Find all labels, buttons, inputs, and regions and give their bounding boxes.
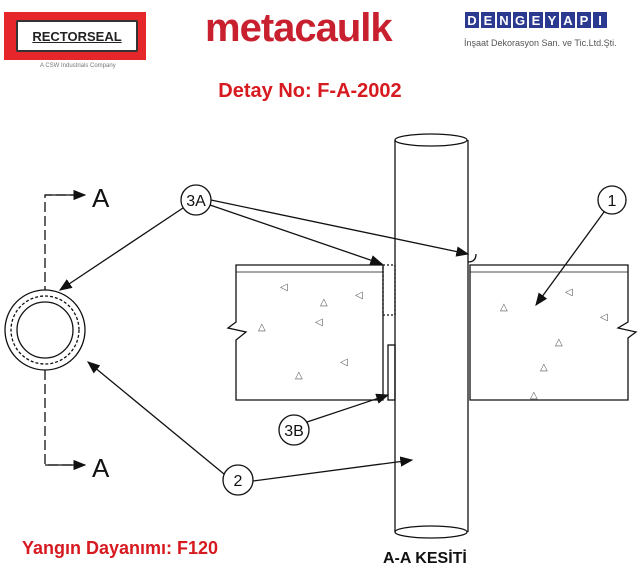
section-mark-a-top: A xyxy=(92,183,110,213)
fire-rating: Yangın Dayanımı: F120 xyxy=(22,538,219,558)
sealant-3a xyxy=(382,264,396,316)
detail-number: Detay No: F-A-2002 xyxy=(218,80,402,102)
pipe-cross-section xyxy=(4,289,86,371)
section-title: A-A KESİTİ xyxy=(383,550,467,567)
callout-3b-circle xyxy=(278,414,310,446)
svg-text:◁: ◁ xyxy=(565,287,573,298)
logo-letter: N xyxy=(497,12,511,28)
right-concrete-slab xyxy=(469,264,638,401)
svg-text:◁: ◁ xyxy=(340,357,348,368)
logo-letter: Y xyxy=(545,12,559,28)
callout-2: 2 xyxy=(234,473,243,490)
section-line xyxy=(44,194,80,466)
svg-text:◁: ◁ xyxy=(600,312,608,323)
svg-text:△: △ xyxy=(500,302,508,313)
pipe xyxy=(394,133,469,539)
svg-text:◁: ◁ xyxy=(280,282,288,293)
logo-letter: G xyxy=(513,12,527,28)
logo-letter: P xyxy=(577,12,591,28)
svg-text:◁: ◁ xyxy=(315,317,323,328)
callout-1: 1 xyxy=(608,193,617,210)
svg-text:△: △ xyxy=(295,370,303,381)
logo-letter: D xyxy=(465,12,479,28)
rectorseal-tagline: A CSW Industrials Company xyxy=(40,63,116,69)
dengeyapi-logo: D E N G E Y A P I xyxy=(465,12,607,28)
rectorseal-logo: RECTORSEAL xyxy=(4,12,146,60)
callout-3a: 3A xyxy=(186,193,206,210)
svg-text:◁: ◁ xyxy=(355,290,363,301)
svg-text:△: △ xyxy=(555,337,563,348)
svg-text:△: △ xyxy=(258,322,266,333)
svg-text:△: △ xyxy=(530,390,538,401)
logo-letter: A xyxy=(561,12,575,28)
svg-text:△: △ xyxy=(540,362,548,373)
section-mark-a-bottom: A xyxy=(92,453,110,483)
metacaulk-logo: metacaulk xyxy=(205,6,393,50)
callout-3b: 3B xyxy=(284,423,304,440)
logo-letter: E xyxy=(529,12,543,28)
callout-1-circle xyxy=(597,185,627,215)
logo-letter: I xyxy=(593,12,607,28)
rectorseal-logo-text: RECTORSEAL xyxy=(16,20,138,52)
dengeyapi-subtitle: İnşaat Dekorasyon San. ve Tic.Ltd.Şti. xyxy=(464,38,617,48)
svg-text:△: △ xyxy=(320,297,328,308)
left-concrete-slab xyxy=(226,264,384,401)
backing-3b xyxy=(387,344,396,401)
callout-2-circle xyxy=(222,464,254,496)
logo-letter: E xyxy=(481,12,495,28)
concrete-aggregate: ◁ △ ◁ △ ◁ △ ◁ △ ◁ △ ◁ △ △ xyxy=(258,282,608,401)
